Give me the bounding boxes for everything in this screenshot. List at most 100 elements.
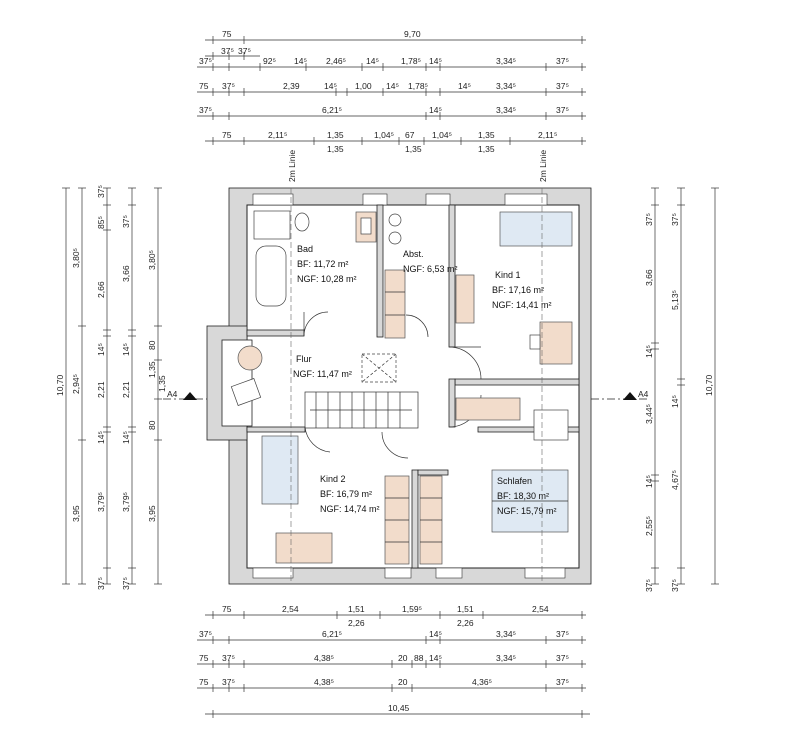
room-name-abst: Abst. xyxy=(403,249,424,259)
room-ngf-abst: NGF: 6,53 m² xyxy=(403,264,458,274)
dim-left-3-8: 37⁵ xyxy=(96,577,106,590)
dim-left-3-4: 14⁵ xyxy=(96,343,106,356)
dim-bottom-1-0: 75 xyxy=(222,604,232,614)
dim-top-4-2: 2,39 xyxy=(283,81,300,91)
dim-right-2-4: 37⁵ xyxy=(670,579,680,592)
dim-right-1-4: 14⁵ xyxy=(644,475,654,488)
dim-right-1-3: 3,44⁵ xyxy=(644,404,654,424)
room-ngf-schlafen: NGF: 15,79 m² xyxy=(497,506,557,516)
dim-bottom-5-2: 4,38⁵ xyxy=(314,677,334,687)
dim-bottom-1-1: 2,54 xyxy=(282,604,299,614)
room-bf-kind2: BF: 16,79 m² xyxy=(320,489,372,499)
dim-bottom-4-5: 14⁵ xyxy=(429,653,442,663)
room-name-schlafen: Schlafen xyxy=(497,476,532,486)
top-dimensions: 75 9,70 37⁵ 37⁵ 37⁵ 92⁵ 14⁵ 2,46⁵ 14⁵ 1,… xyxy=(197,29,586,154)
dim-left-3-7: 3,79⁵ xyxy=(96,492,106,512)
dim-left-4-1: 3,66 xyxy=(121,265,131,282)
dim-right-1-2: 14⁵ xyxy=(644,345,654,358)
dim-left-5-1: 80 xyxy=(147,340,157,350)
dim-top-4-3: 14⁵ xyxy=(324,81,337,91)
dim-right-2-1: 5,13⁵ xyxy=(670,290,680,310)
section-marker-left-icon xyxy=(183,392,197,400)
dim-top-4-5: 14⁵ xyxy=(386,81,399,91)
dim-bottom-4-7: 37⁵ xyxy=(556,653,569,663)
dim-top-4-7: 14⁵ xyxy=(458,81,471,91)
desk-kind2 xyxy=(275,532,333,564)
dim-top-7-2: 1,35 xyxy=(478,144,495,154)
dim-left-4-6: 37⁵ xyxy=(121,577,131,590)
dim-top-6-0: 75 xyxy=(222,130,232,140)
dim-top-4-9: 37⁵ xyxy=(556,81,569,91)
room-name-bad: Bad xyxy=(297,244,313,254)
dim-top-3-8: 37⁵ xyxy=(556,56,569,66)
dim-top-3-5: 1,78⁵ xyxy=(401,56,421,66)
two-meter-line-label-right: 2m Linie xyxy=(538,150,548,182)
dim-top-3-3: 2,46⁵ xyxy=(326,56,346,66)
dim-bottom-4-2: 4,38⁵ xyxy=(314,653,334,663)
dim-top-6-1: 2,11⁵ xyxy=(268,130,287,140)
washing-machine-icon xyxy=(388,213,402,227)
dim-bottom-3-3: 3,34⁵ xyxy=(496,629,516,639)
dim-top-1-a: 75 xyxy=(222,29,232,39)
wardrobe-kind1 xyxy=(455,274,475,324)
dim-top-2-a: 37⁵ xyxy=(221,46,234,56)
dim-top-5-3: 3,34⁵ xyxy=(496,105,516,115)
dim-right-total: 10,70 xyxy=(704,374,714,396)
right-dimensions: 37⁵ 3,66 14⁵ 3,44⁵ 14⁵ 2,55⁵ 37⁵ 37⁵ 5,1… xyxy=(644,187,719,592)
bathtub xyxy=(255,245,287,307)
dim-right-2-2: 14⁵ xyxy=(670,395,680,408)
dim-left-2-0: 3,80⁵ xyxy=(71,248,81,268)
dim-left-4-0: 37⁵ xyxy=(121,215,131,228)
section-marker-right-icon xyxy=(623,392,637,400)
dim-bottom-2-1: 2,26 xyxy=(457,618,474,628)
dim-top-6-5: 1,04⁵ xyxy=(432,130,452,140)
dim-right-1-1: 3,66 xyxy=(644,269,654,286)
dim-left-3-0: 37⁵ xyxy=(96,185,106,198)
dim-left-2-2: 3,95 xyxy=(71,505,81,522)
dim-right-1-5: 2,55⁵ xyxy=(644,516,654,536)
dim-top-7-1: 1,35 xyxy=(405,144,422,154)
dim-top-3-0: 37⁵ xyxy=(199,56,212,66)
dresser xyxy=(455,397,521,421)
staircase xyxy=(304,391,419,429)
dim-left-5-4: 80 xyxy=(147,420,157,430)
dim-top-3-6: 14⁵ xyxy=(429,56,442,66)
dim-top-6-2: 1,35 xyxy=(327,130,344,140)
dim-left-5-3: 1,35 xyxy=(157,375,167,392)
dim-bottom-5-0: 75 xyxy=(199,677,209,687)
room-ngf-kind1: NGF: 14,41 m² xyxy=(492,300,552,310)
bed-kind1 xyxy=(499,211,573,247)
bottom-dimensions: 75 2,54 1,51 1,59⁵ 1,51 2,54 2,26 2,26 3… xyxy=(197,604,590,718)
left-dimensions: 10,70 3,80⁵ 2,94⁵ 3,95 37⁵ 85⁵ 2,66 14⁵ … xyxy=(55,185,167,590)
dim-bottom-total: 10,45 xyxy=(388,703,410,713)
section-label-right: A4 xyxy=(638,389,649,399)
dim-bottom-1-3: 1,59⁵ xyxy=(402,604,422,614)
room-name-kind2: Kind 2 xyxy=(320,474,346,484)
dim-top-1-b: 9,70 xyxy=(404,29,421,39)
dim-top-4-6: 1,78⁵ xyxy=(408,81,428,91)
dim-bottom-2-0: 2,26 xyxy=(348,618,365,628)
dim-top-7-0: 1,35 xyxy=(327,144,344,154)
dim-bottom-3-0: 37⁵ xyxy=(199,629,212,639)
shower-tray xyxy=(253,210,291,240)
room-bf-kind1: BF: 17,16 m² xyxy=(492,285,544,295)
toilet xyxy=(294,212,310,232)
section-label-left: A4 xyxy=(167,389,178,399)
dim-top-3-4: 14⁵ xyxy=(366,56,379,66)
dim-left-3-5: 2,21 xyxy=(96,381,106,398)
dim-top-6-4: 67 xyxy=(405,130,415,140)
armchair xyxy=(230,378,262,406)
dim-left-5-0: 3,80⁵ xyxy=(147,250,157,270)
dim-top-6-7: 2,11⁵ xyxy=(538,130,557,140)
dim-top-5-2: 14⁵ xyxy=(429,105,442,115)
two-meter-line-label-left: 2m Linie xyxy=(287,150,297,182)
dim-top-3-2: 14⁵ xyxy=(294,56,307,66)
dim-bottom-4-0: 75 xyxy=(199,653,209,663)
room-bf-bad: BF: 11,72 m² xyxy=(297,259,348,269)
room-name-flur: Flur xyxy=(296,354,312,364)
storage-shelf xyxy=(384,269,406,339)
dim-top-4-4: 1,00 xyxy=(355,81,372,91)
dim-left-4-2: 14⁵ xyxy=(121,343,131,356)
dim-bottom-4-6: 3,34⁵ xyxy=(496,653,516,663)
dim-top-5-0: 37⁵ xyxy=(199,105,212,115)
